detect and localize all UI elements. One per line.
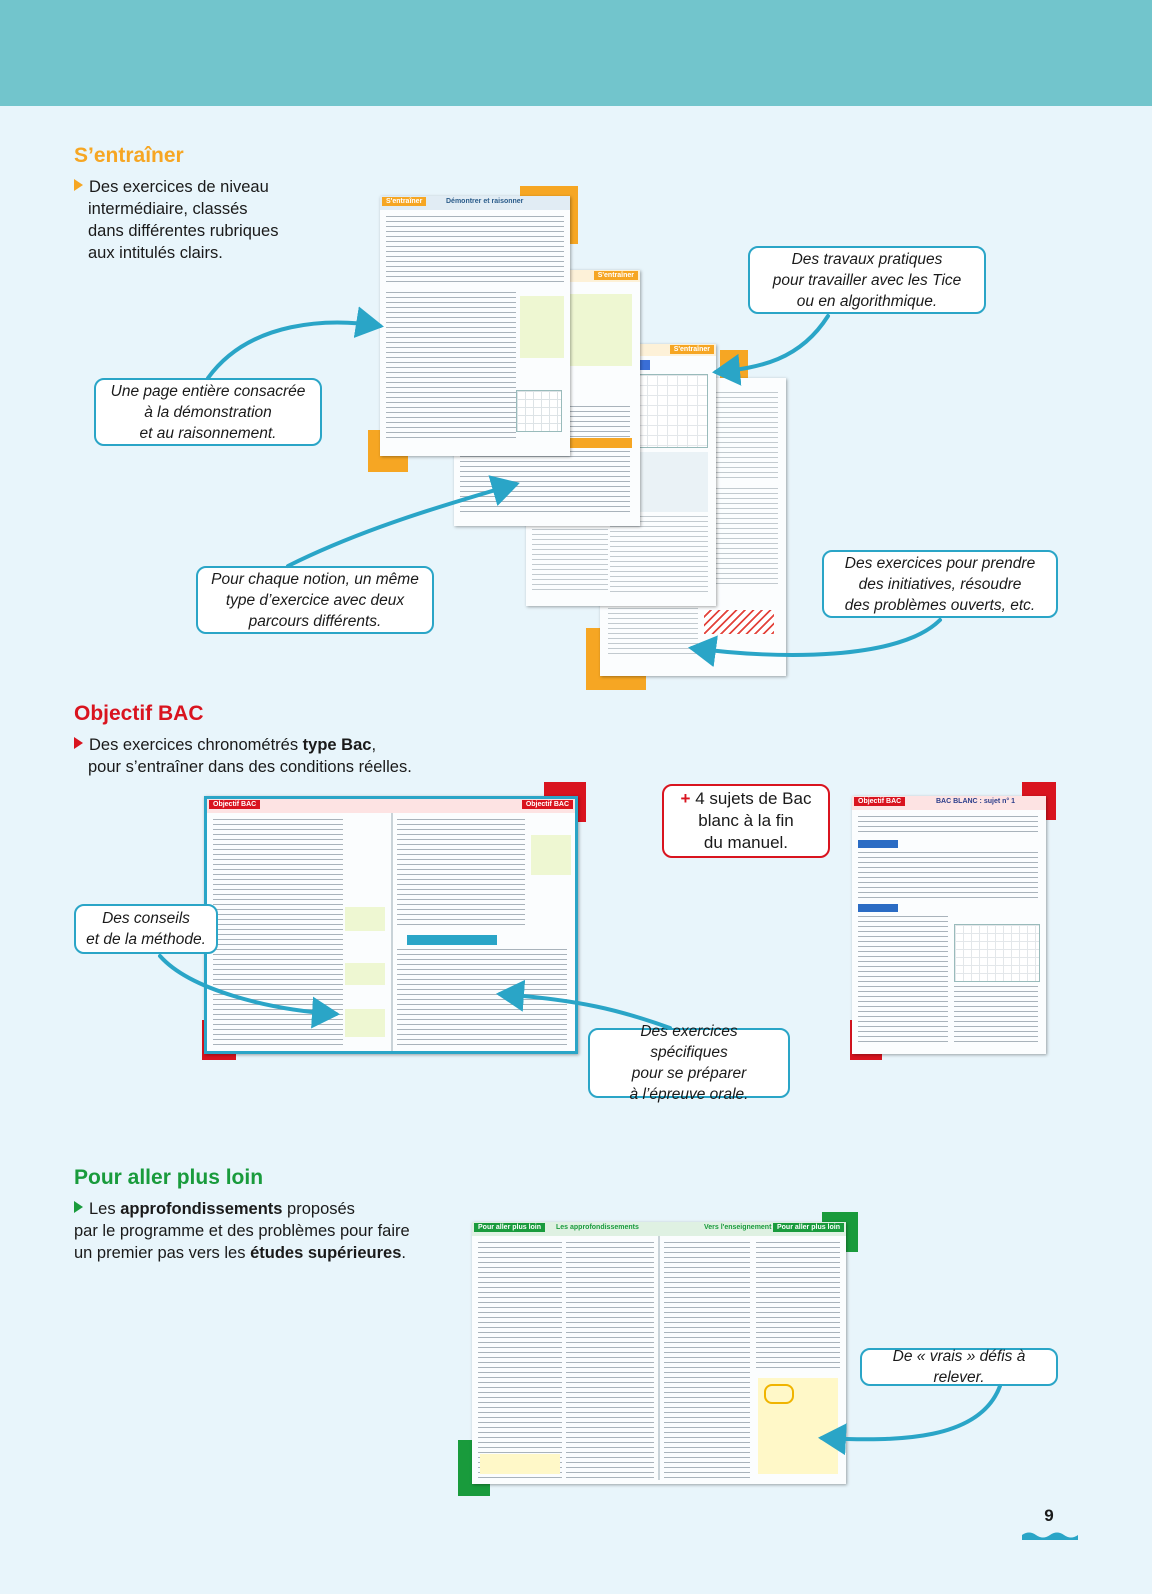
section-body-sentrainer: Des exercices de niveau intermédiaire, c… [74,176,278,264]
section-title-pour-aller-plus-loin: Pour aller plus loin [74,1166,264,1189]
callout-defis: De « vrais » défis à relever. [860,1348,1058,1386]
page-number-wave-icon [1022,1532,1078,1540]
arrow-notion [286,475,520,568]
top-banner [0,0,1152,106]
section-body-objectif-bac: Des exercices chronométrés type Bac, pou… [74,734,412,778]
arrow-tice [712,314,830,386]
page-number: 9 [1044,1506,1054,1525]
bullet-triangle-icon [74,1201,83,1213]
arrow-demonstration [206,306,384,380]
arrow-oral [496,979,672,1030]
arrow-conseils [158,954,340,1029]
arrow-defis [818,1384,1002,1456]
bullet-triangle-icon [74,737,83,749]
bullet-triangle-icon [74,179,83,191]
thumb-page-bac-blanc: Objectif BAC BAC BLANC : sujet n° 1 [852,796,1046,1054]
arrow-initiatives [688,618,942,668]
section-title-sentrainer: S’entraîner [74,144,184,167]
section-body-pour-aller-plus-loin: Les approfondissements proposés par le p… [74,1200,410,1262]
section-title-objectif-bac: Objectif BAC [74,702,204,725]
